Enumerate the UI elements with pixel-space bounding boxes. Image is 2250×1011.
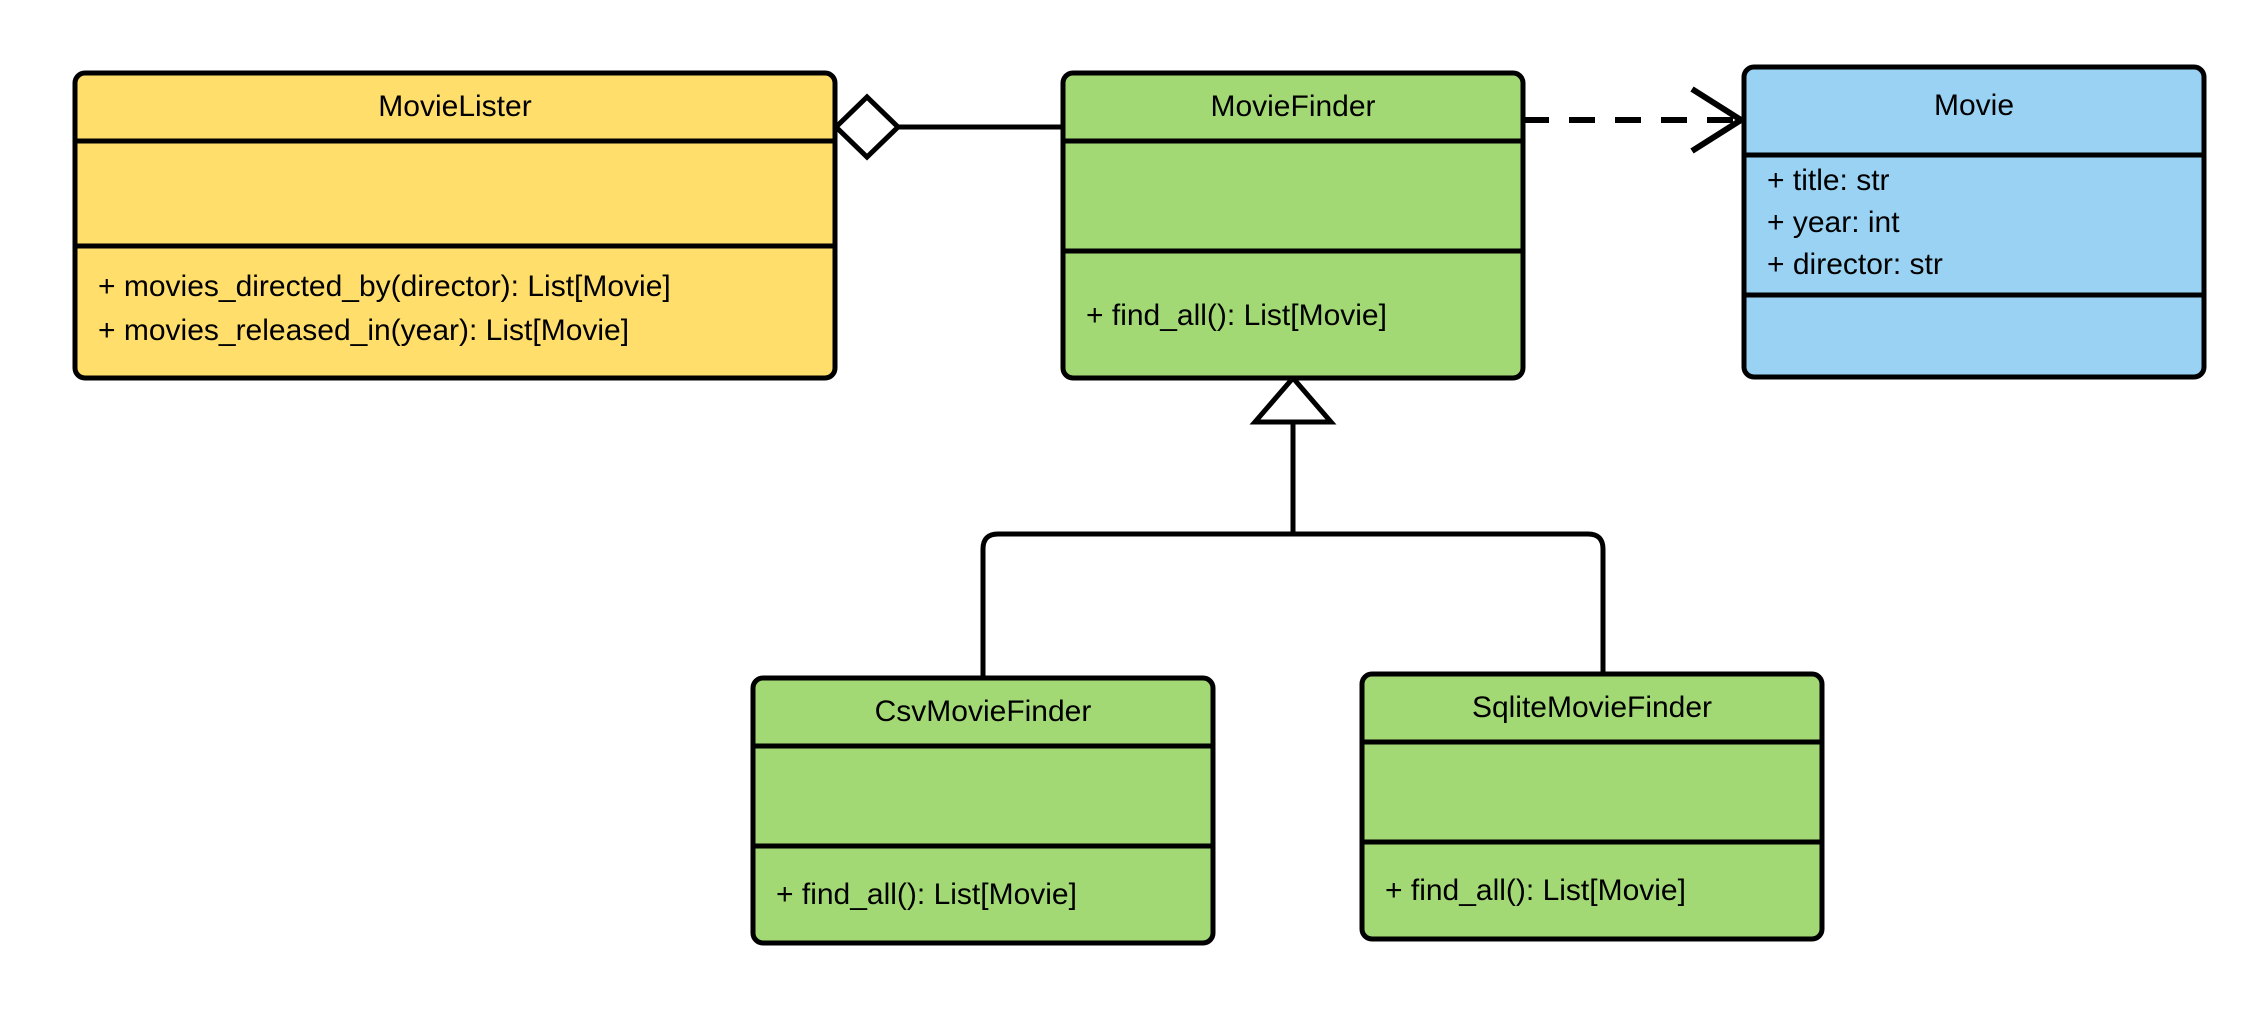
movie-class-name: Movie <box>1934 89 2014 122</box>
generalization-branch-sqlite <box>1293 531 1606 674</box>
open-arrow-icon <box>1690 86 1747 154</box>
movie-lister-body[interactable] <box>72 70 838 381</box>
movie-finder-body[interactable] <box>1060 70 1526 381</box>
class-box-movie[interactable]: Movie + title: str + year: int + directo… <box>1741 64 2207 380</box>
class-box-csv-movie-finder[interactable]: CsvMovieFinder + find_all(): List[Movie] <box>750 675 1216 946</box>
movie-finder-class-name: MovieFinder <box>1210 90 1375 123</box>
movie-lister-method-0: + movies_directed_by(director): List[Mov… <box>98 270 671 303</box>
movie-lister-class-name: MovieLister <box>378 90 531 123</box>
movie-lister-method-1: + movies_released_in(year): List[Movie] <box>98 314 629 347</box>
movie-attribute-0: + title: str <box>1767 164 1890 197</box>
movie-attribute-1: + year: int <box>1767 206 1900 239</box>
relationship-generalization-tree <box>980 374 1606 678</box>
movie-finder-method-0: + find_all(): List[Movie] <box>1086 299 1387 332</box>
hollow-triangle-icon <box>1249 374 1337 425</box>
class-box-movie-lister[interactable]: MovieLister + movies_directed_by(directo… <box>72 70 838 381</box>
class-box-sqlite-movie-finder[interactable]: SqliteMovieFinder + find_all(): List[Mov… <box>1359 671 1825 942</box>
csv-movie-finder-method-0: + find_all(): List[Movie] <box>776 878 1077 911</box>
relationship-aggregation-lister-finder <box>832 93 1063 161</box>
movie-attribute-2: + director: str <box>1767 248 1943 281</box>
csv-movie-finder-class-name: CsvMovieFinder <box>875 695 1092 728</box>
class-box-movie-finder[interactable]: MovieFinder + find_all(): List[Movie] <box>1060 70 1526 381</box>
sqlite-movie-finder-method-0: + find_all(): List[Movie] <box>1385 874 1686 907</box>
relationship-dependency-finder-movie <box>1523 86 1747 154</box>
movie-body[interactable] <box>1741 64 2207 380</box>
sqlite-movie-finder-class-name: SqliteMovieFinder <box>1472 691 1712 724</box>
hollow-diamond-icon <box>832 93 902 161</box>
generalization-branch-csv <box>980 531 1293 678</box>
